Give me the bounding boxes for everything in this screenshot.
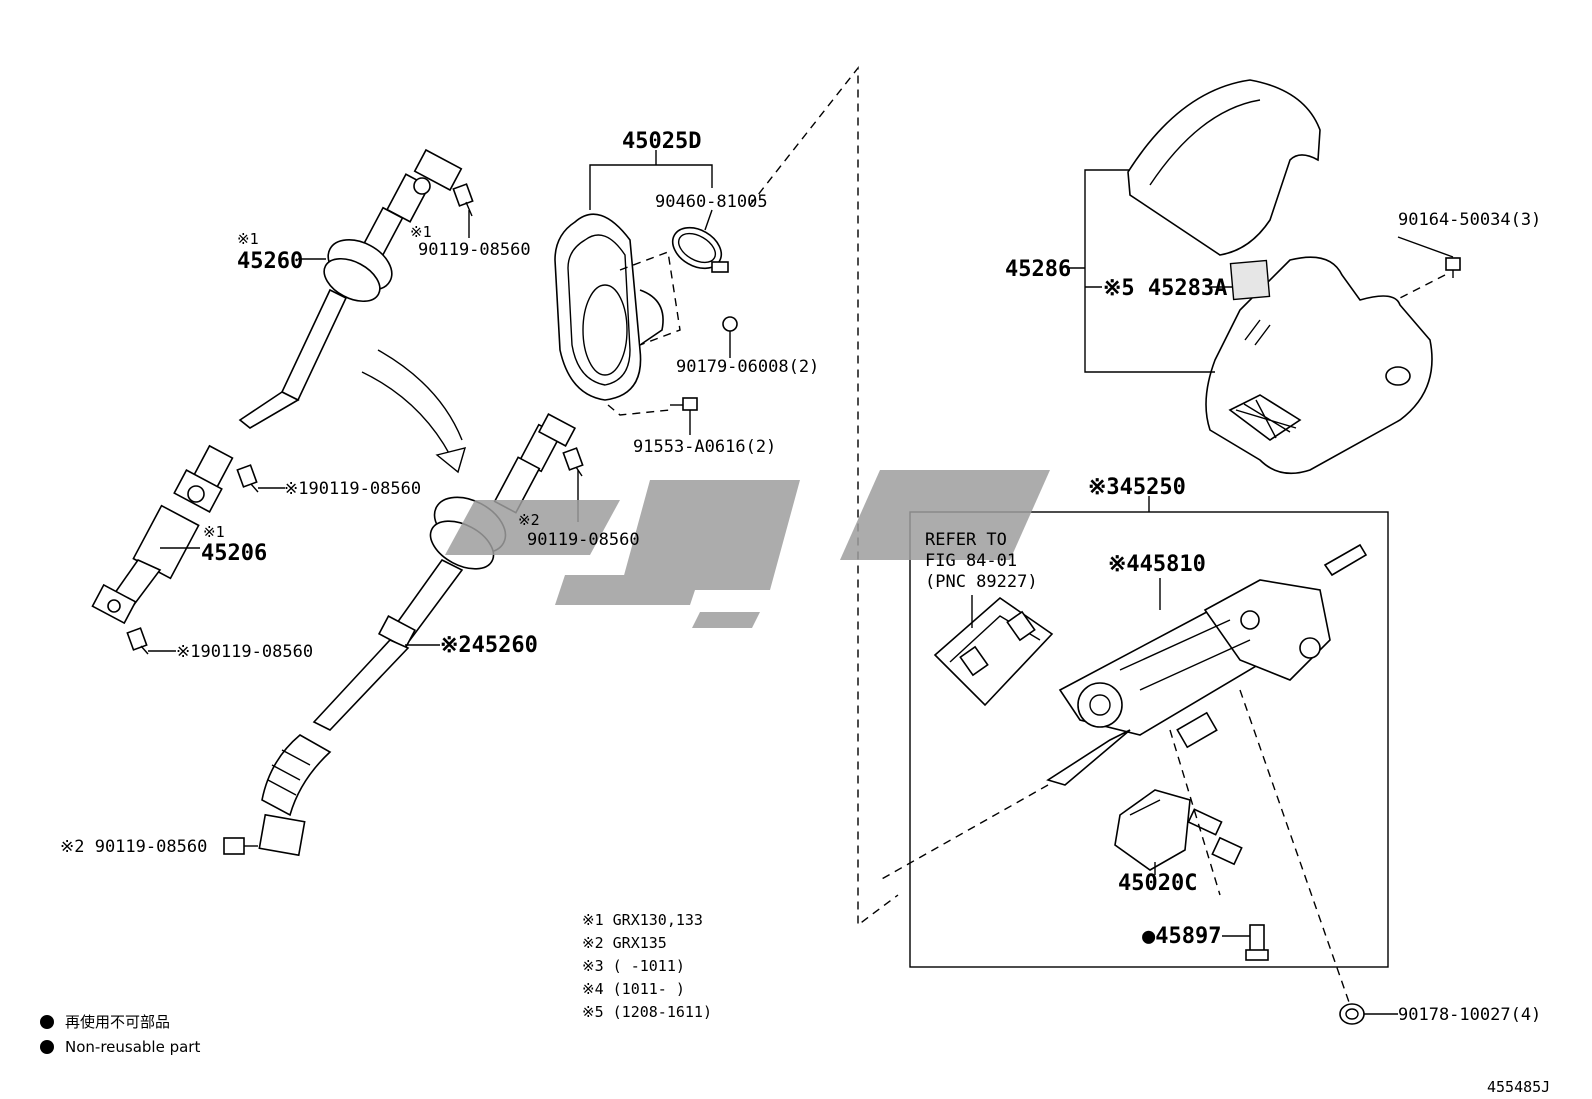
label-90164: 90164-50034(3)	[1398, 210, 1541, 230]
label-45897: ●45897	[1142, 924, 1221, 949]
mark-90119-a: ※1	[410, 223, 432, 241]
label-90119-b: ※190119-08560	[284, 479, 421, 499]
legend-en: Non-reusable part	[65, 1038, 200, 1056]
label-90179: 90179-06008(2)	[676, 357, 819, 377]
label-45286: 45286	[1005, 257, 1071, 282]
label-45206: 45206	[201, 541, 267, 566]
figure-id: 455485J	[1487, 1078, 1550, 1096]
steering-shaft-upper	[238, 148, 463, 429]
column-hole-cover	[554, 213, 738, 435]
label-45025D: 45025D	[622, 129, 701, 154]
legend-dot-jp	[40, 1015, 54, 1029]
watermark-stroke-1	[445, 500, 620, 555]
label-90119-e: ※2 90119-08560	[60, 837, 207, 857]
note-1: ※1 GRX130,133	[582, 911, 703, 929]
watermark-logo	[445, 470, 1050, 628]
label-90119-c: ※190119-08560	[176, 642, 313, 662]
note-2: ※2 GRX135	[582, 934, 667, 952]
label-45260-top: 45260	[237, 249, 303, 274]
column-cover-lower	[1205, 256, 1433, 475]
note-4: ※4 (1011- )	[582, 980, 685, 998]
nut-90178	[1339, 1003, 1398, 1025]
label-45250: ※345250	[1088, 475, 1186, 500]
label-91553: 91553-A0616(2)	[633, 437, 776, 457]
bolts-left	[126, 183, 584, 855]
legend-jp: 再使用不可部品	[65, 1013, 170, 1031]
note-3: ※3 ( -1011)	[582, 957, 685, 975]
watermark-stroke-4	[555, 575, 700, 605]
label-90460: 90460-81005	[655, 192, 768, 212]
refer-line-3: (PNC 89227)	[925, 572, 1038, 592]
mark-45260-top: ※1	[237, 230, 259, 248]
label-45283A: ※5 45283A	[1103, 276, 1227, 301]
screw-90164	[1395, 257, 1461, 301]
label-90119-a: 90119-08560	[418, 240, 531, 260]
label-45020C: 45020C	[1118, 871, 1197, 896]
steering-lock-ecu	[933, 595, 1054, 707]
intermediate-shaft	[91, 444, 234, 625]
mark-90119-d: ※2	[518, 511, 540, 529]
legend-dot-en	[40, 1040, 54, 1054]
bolt-45897	[1222, 924, 1269, 961]
mark-45206: ※1	[203, 523, 225, 541]
dashed-leader-center	[749, 65, 899, 927]
watermark-stroke-3	[840, 470, 1050, 560]
dashed-leader-lever	[1169, 729, 1221, 896]
note-5: ※5 (1208-1611)	[582, 1003, 712, 1021]
label-45260-mid: ※245260	[440, 633, 538, 658]
bracket-45286	[1084, 169, 1215, 373]
steering-column-assembly	[1046, 543, 1368, 786]
watermark-stroke-2	[620, 480, 800, 590]
tilt-lever	[1114, 789, 1243, 871]
label-sticker	[1229, 259, 1271, 301]
column-cover-upper	[1127, 79, 1321, 256]
label-45810: ※445810	[1108, 552, 1206, 577]
refer-line-2: FIG 84-01	[925, 551, 1017, 571]
watermark-stroke-5	[692, 612, 760, 628]
dashed-leader-shaft	[879, 784, 1049, 881]
label-90178: 90178-10027(4)	[1398, 1005, 1541, 1025]
refer-line-1: REFER TO	[925, 530, 1007, 550]
label-90119-d: 90119-08560	[527, 530, 640, 550]
direction-arrow	[361, 349, 467, 474]
